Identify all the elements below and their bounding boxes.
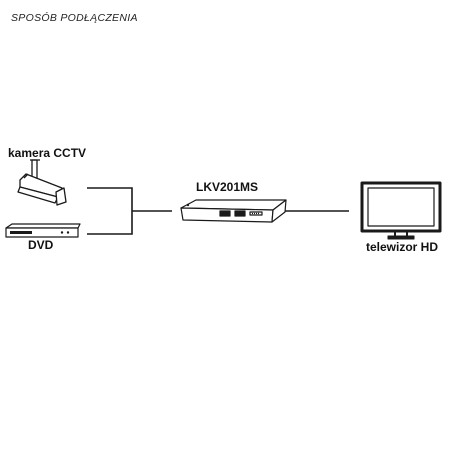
converter-box-icon bbox=[180, 199, 287, 223]
dvd-player-icon bbox=[5, 223, 81, 238]
camera-label: kamera CCTV bbox=[8, 146, 87, 160]
connection-lines bbox=[87, 187, 349, 235]
cctv-camera-icon bbox=[17, 159, 67, 206]
hd-television-icon bbox=[360, 181, 442, 240]
dvd-label: DVD bbox=[28, 238, 54, 252]
camera-cable bbox=[87, 187, 133, 235]
converter-label: LKV201MS bbox=[196, 180, 259, 194]
diagram-title: SPOSÓB PODŁĄCZENIA bbox=[11, 12, 138, 24]
tv-label: telewizor HD bbox=[366, 240, 439, 254]
